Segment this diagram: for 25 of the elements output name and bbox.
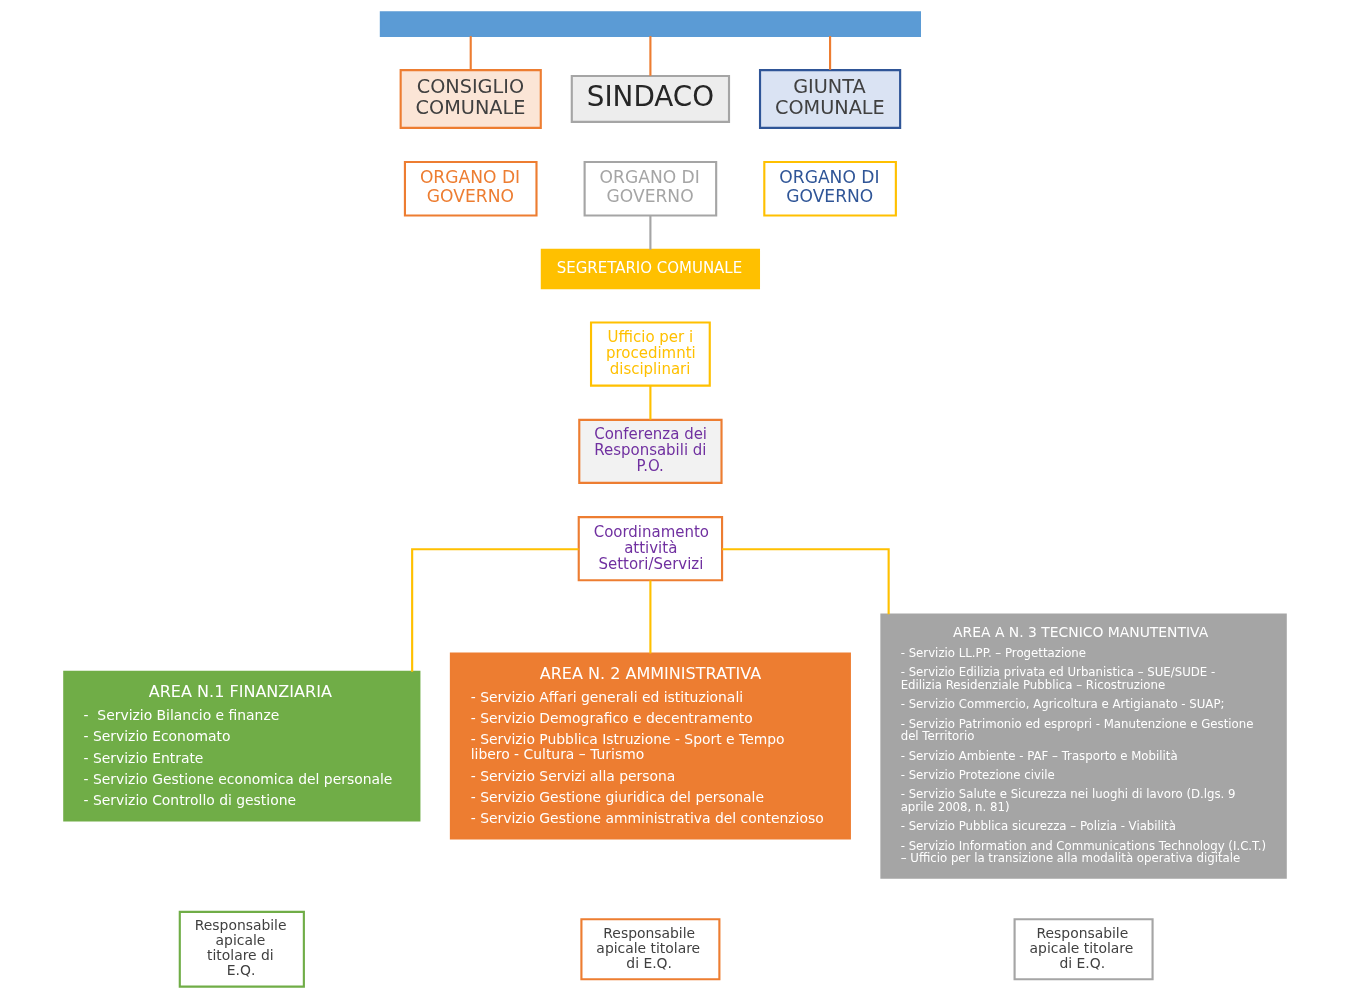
- node-box: ORGANO DI GOVERNO: [403, 161, 538, 217]
- node-box: ORGANO DI GOVERNO: [763, 161, 897, 217]
- node-box: SINDACO: [570, 74, 731, 123]
- connector: [649, 580, 652, 654]
- node-box: AREA N.1 FINANZIARIA - Servizio Bilancio e finanze - Servizio Economato - Servizio Entrate - Servizio Gestione economica del personale - Servizio Controllo di gestione: [63, 670, 421, 822]
- node-box: Responsabile apicale titolare di E.Q.: [178, 910, 305, 988]
- node-box: AREA N. 2 AMMINISTRATIVA - Servizio Affari generali ed istituzionali - Servizio Demografico e decentramento - Servizio Pubblica Istruzione - Sport e Tempo libero - Cultura – Turismo - Servizio Servizi alla persona - Servizio Gestione giuridica del personale - Servizio Gestione amministrativa del contenzioso: [449, 652, 851, 840]
- node-box: Responsabile apicale titolare di E.Q.: [1013, 918, 1154, 981]
- node-box: CONSIGLIO COMUNALE: [399, 69, 542, 129]
- node-box: Ufficio per i procedimnti disciplinari: [589, 321, 711, 387]
- connector: [649, 215, 652, 250]
- node-box: Coordinamento attività Settori/Servizi: [577, 516, 724, 582]
- node-box: ORGANO DI GOVERNO: [583, 161, 718, 217]
- node-box: SEGRETARIO COMUNALE: [540, 248, 761, 290]
- node-box: GIUNTA COMUNALE: [758, 69, 902, 129]
- connector: [469, 36, 472, 70]
- node-box: [379, 11, 921, 37]
- node-box: Responsabile apicale titolare di E.Q.: [580, 918, 721, 981]
- connector: [829, 36, 832, 70]
- node-box: Conferenza dei Responsabili di P.O.: [578, 418, 723, 484]
- connector: [649, 36, 652, 76]
- connector: [722, 548, 890, 615]
- connector: [649, 385, 652, 420]
- node-box: AREA A N. 3 TECNICO MANUTENTIVA - Servizio LL.PP. – Progettazione - Servizio Edilizia privata ed Urbanistica – SUE/SUDE - Edilizia Residenziale Pubblica – Ricostruzione - Servizio Commercio, Agricoltura e Artigianato - SUAP; - Servizio Patrimonio ed espropri - Manutenzione e Gestione del Territorio - Servizio Ambiente - PAF – Trasporto e Mobilità - Servizio Protezione civile - Servizio Salute e Sicurezza nei luoghi di lavoro (D.lgs. 9 aprile 2008, n. 81) - Servizio Pubblica sicurezza – Polizia - Viabilità - Servizio Information and Communications Technology (I.C.T.) – Ufficio per la transizione alla modalità operativa digitale: [880, 613, 1287, 879]
- connector: [411, 548, 579, 672]
